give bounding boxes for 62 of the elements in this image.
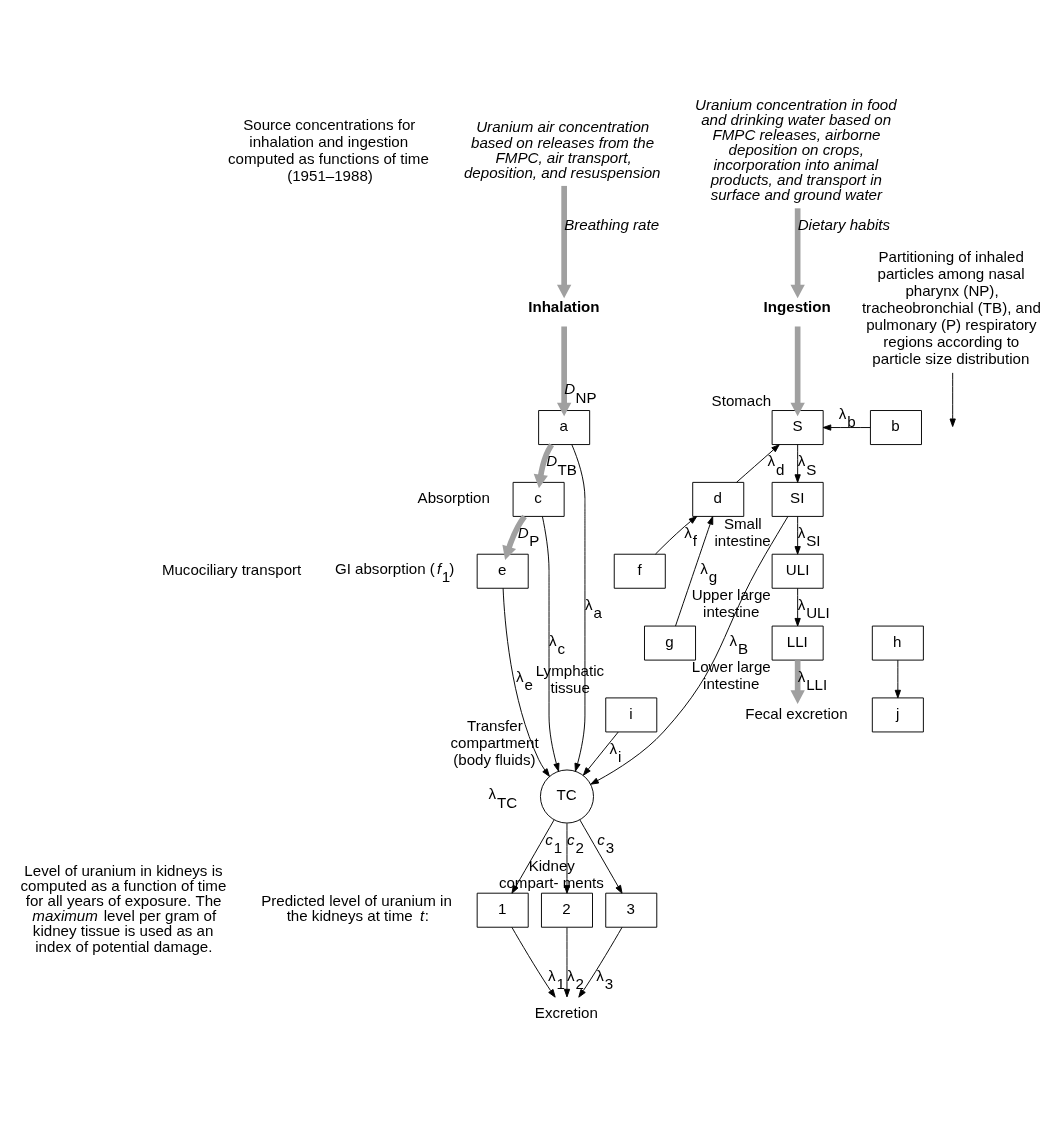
label: Mucociliary transport [161,560,302,578]
node-box: S [771,409,824,445]
node-text: Excretion [534,1003,598,1021]
node-box: b [869,409,922,445]
node-box: 2 [540,892,593,928]
arrow [822,423,871,431]
node-text: Uranium air concentration based on releases from the FMPC, air transport, deposition, and resuspension [463,117,661,181]
edge-label: Breathing rate [564,215,660,233]
arrow [511,926,556,998]
node-text: Inhalation [528,297,600,315]
arrow [790,207,805,298]
node-label: Lymphatic tissue [535,661,605,696]
node-box: g [644,625,697,661]
arrow [675,515,714,627]
arrow [541,515,560,772]
arrow [590,515,789,785]
node-text: Ingestion [763,297,831,315]
node-box: SI [771,481,824,517]
arrow [794,515,801,555]
node-box: d [692,481,745,517]
node-box: i [605,696,658,732]
arrow [790,326,805,416]
arrow [571,443,586,772]
node-box: ULI [771,553,824,589]
arrow [579,819,623,894]
arrow [894,659,901,698]
arrow [790,659,805,704]
node-box: e [476,553,529,589]
node-box: LLI [771,625,824,661]
node-box: 1 [476,892,529,928]
arrow [533,442,555,488]
node-box: f [613,553,666,589]
arrow [578,926,623,998]
node-label: Small intestine [714,514,771,549]
node-box: c [512,481,565,517]
edge-label: Dietary habits [797,215,891,233]
node-text: Partitioning of inhaled particles among nasal pharynx (NP), tracheobronchial (TB), and pulmonary (P) respiratory regions according to particle size distribution [861,247,1041,367]
node-label: Kidney compart- ments [498,856,604,891]
label: Predicted level of uranium in the kidneys at time t: [261,891,452,924]
arrow [794,587,801,626]
arrow [563,926,571,997]
arrow [949,371,956,427]
label: Level of uranium in kidneys is computed as a function of time for all years of exposure. The maximum level per gram of kidney tissue is used as an index of potential damage. [20,861,227,955]
arrow [736,443,780,483]
node-label: Upper large intestine [691,585,771,620]
arrow [557,326,572,416]
node-box: 3 [605,892,658,928]
arrow [502,587,550,777]
node-box: j [871,696,924,732]
node-label: Transfer compartment (body fluids) [450,716,539,768]
arrow [794,443,801,483]
arrow [557,185,572,298]
node-box: h [871,625,924,661]
node-text: Uranium concentration in food and drinking water based on FMPC releases, airborne deposition on crops, incorporation into animal products, and transport in surface and ground water [695,95,897,203]
arrow [654,515,698,555]
arrow [582,731,619,776]
node-box: a [538,409,591,445]
node-label: Stomach [711,391,772,409]
label: Absorption [417,488,490,506]
node-text: Fecal excretion [745,704,848,722]
arrow [502,514,527,560]
label: Source concentrations for inhalation and ingestion computed as functions of time (1951–1988) [228,115,429,184]
